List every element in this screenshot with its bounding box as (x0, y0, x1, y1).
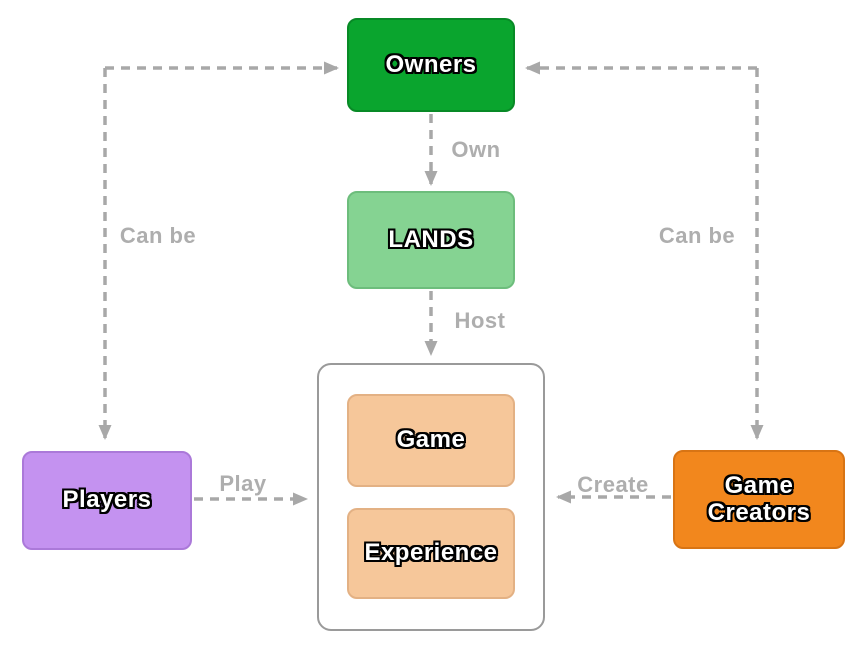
edge-label-canbe-right: Can be (658, 223, 736, 248)
game-creators-node: Game Creators (673, 450, 845, 549)
lands-node: LANDS (347, 191, 515, 289)
edge-label-canbe-left: Can be (119, 223, 197, 248)
experience-node: Experience (347, 508, 515, 599)
edge-label-own: Own (451, 137, 501, 162)
edge-label-create: Create (577, 472, 649, 497)
edge-label-host: Host (454, 308, 506, 333)
owners-node: Owners (347, 18, 515, 112)
game-node: Game (347, 394, 515, 487)
edge-label-play: Play (219, 471, 267, 496)
players-node: Players (22, 451, 192, 550)
